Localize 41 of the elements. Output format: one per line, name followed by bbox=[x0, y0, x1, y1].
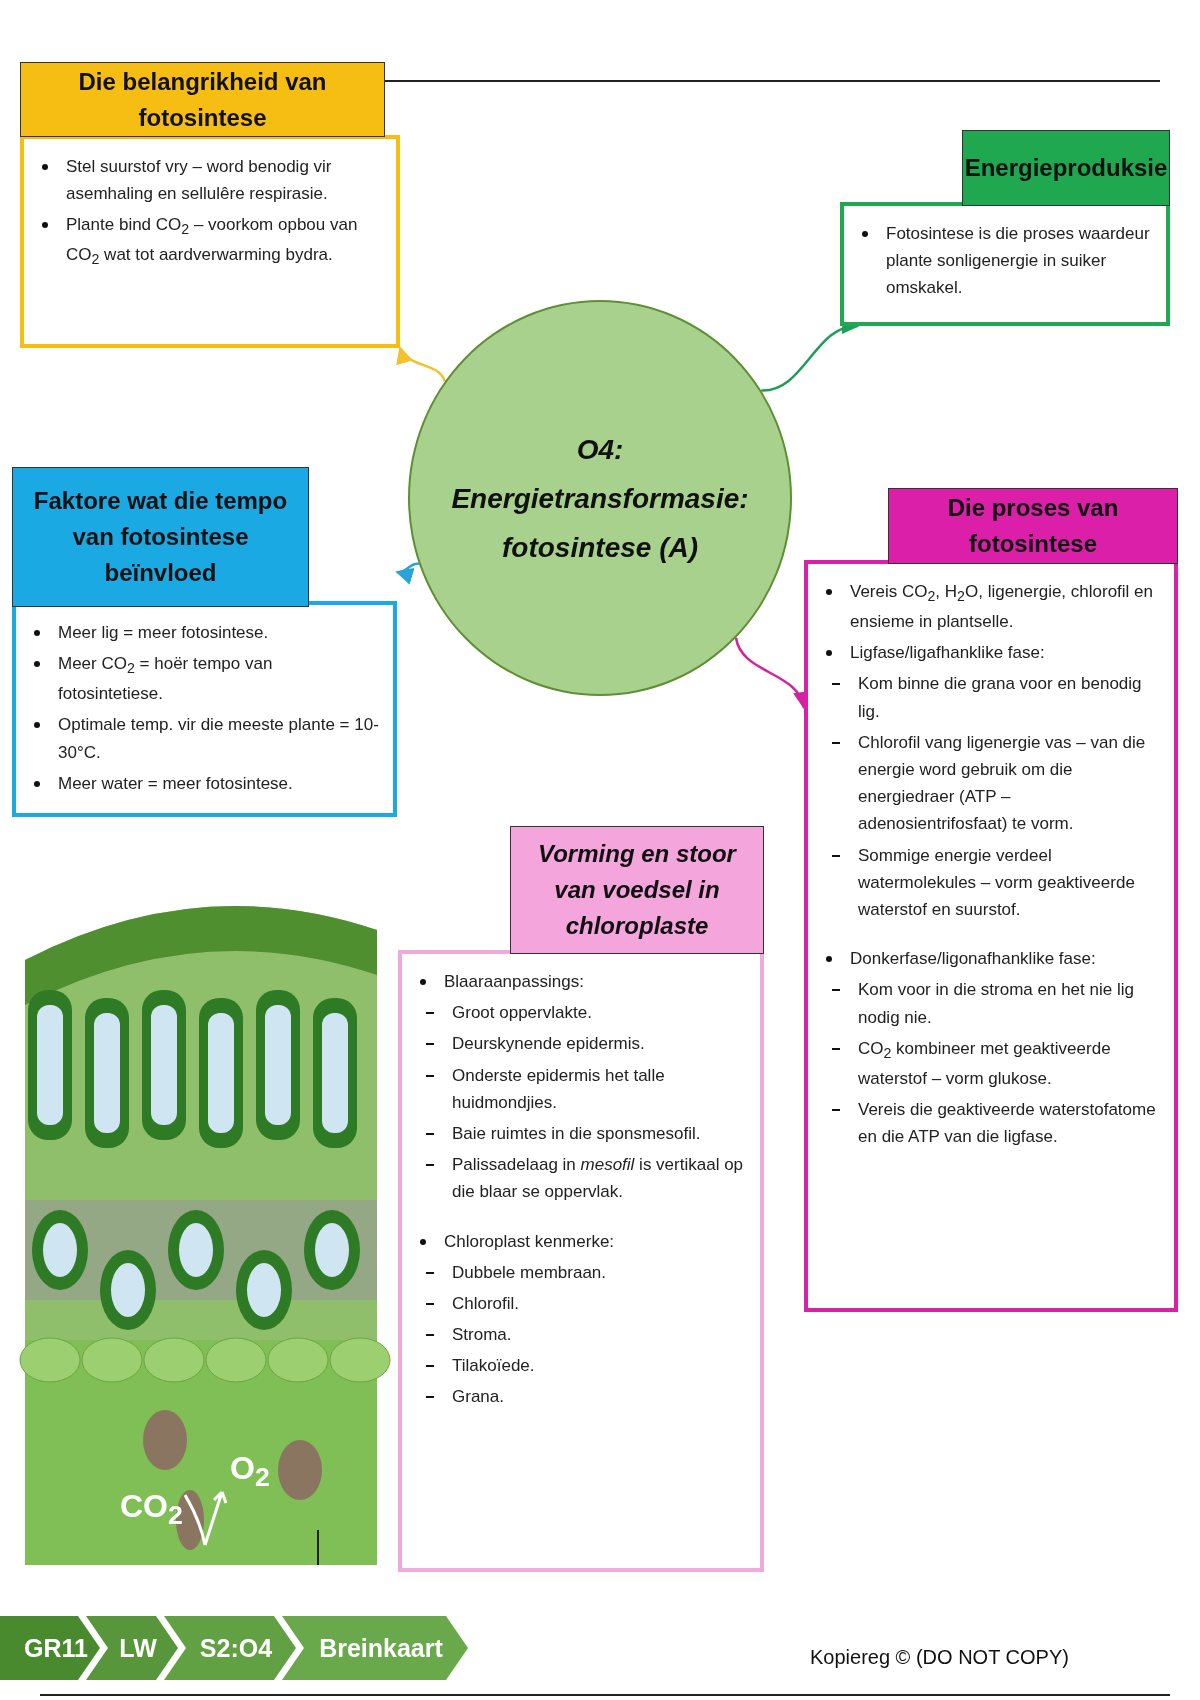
topic-title: O4: Energietransformasie: fotosintese (A) bbox=[450, 432, 750, 565]
bullet-item: Meer CO$_{2}$ = hoër tempo van fotosintetiese. bbox=[28, 650, 379, 708]
dash-item: Dubbele membraan. bbox=[414, 1258, 746, 1286]
dash-item: Stroma. bbox=[414, 1321, 746, 1349]
dash-item: Grana. bbox=[414, 1383, 746, 1411]
breadcrumb-chevron: S2:O4 bbox=[164, 1616, 296, 1680]
bullet-item: Plante bind CO$_{2}$ – voorkom opbou van CO$_{2}$ wat tot aardverwarming bydra. bbox=[36, 211, 382, 272]
heading-tab: Die belangrikheid van fotosintese bbox=[20, 62, 385, 137]
formula-label: CO$_{2}$ bbox=[120, 1488, 183, 1532]
copyright-note: Kopiereg © (DO NOT COPY) bbox=[810, 1646, 1069, 1669]
bullet-item: Optimale temp. vir die meeste plante = 10-30°C. bbox=[28, 711, 379, 766]
bullet-item: Ligfase/ligafhanklike fase: bbox=[820, 639, 1160, 667]
dash-item: Groot oppervlakte. bbox=[414, 999, 746, 1027]
bullet-item: Stel suurstof vry – word benodig vir asemhaling en sellulêre respirasie. bbox=[36, 153, 382, 208]
dash-item: Vereis die geaktiveerde waterstofatome en die ATP van die ligfase. bbox=[820, 1095, 1160, 1151]
dash-item: Kom binne die grana voor en benodig lig. bbox=[820, 670, 1160, 725]
bullet-item: Donkerfase/ligonafhanklike fase: bbox=[820, 945, 1160, 973]
bullet-item: Chloroplast kenmerke: bbox=[414, 1227, 746, 1255]
dash-item: Onderste epidermis het talle huidmondjies. bbox=[414, 1061, 746, 1116]
dash-item: Kom voor in die stroma en het nie lig nodig nie. bbox=[820, 976, 1160, 1031]
dash-item: Baie ruimtes in die sponsmesofil. bbox=[414, 1119, 746, 1148]
bullet-item: Fotosintese is die proses waardeur plante sonligenergie in suiker omskakel. bbox=[856, 220, 1152, 302]
curved-arrow bbox=[395, 562, 420, 583]
heading-tab: Die proses van fotosintese bbox=[888, 488, 1178, 564]
bullet-item: Blaaraanpassings: bbox=[414, 968, 746, 996]
heading-tab: Vorming en stoor van voedsel in chloroplaste bbox=[510, 826, 764, 954]
dash-item: Deurskynende epidermis. bbox=[414, 1030, 746, 1058]
heading-tab: Faktore wat die tempo van fotosintese beïnvloed bbox=[12, 467, 309, 607]
bullet-item: Vereis CO$_{2}$, H$_{2}$O, ligenergie, chlorofil en ensieme in plantselle. bbox=[820, 578, 1160, 636]
dash-item: Chlorofil. bbox=[414, 1289, 746, 1318]
dash-item: Chlorofil vang ligenergie vas – van die energie word gebruik om die energiedraer (ATP – adenosientrifosfaat) te vorm. bbox=[820, 728, 1160, 838]
bullet-item: Meer lig = meer fotosintese. bbox=[28, 619, 379, 647]
bullet-item: Meer water = meer fotosintese. bbox=[28, 769, 379, 797]
dash-item: Palissadelaag in mesofil is vertikaal op die blaar se oppervlak. bbox=[414, 1151, 746, 1206]
dash-item: Sommige energie verdeel watermolekules – vorm geaktiveerde waterstof en suurstof. bbox=[820, 841, 1160, 924]
dash-item: CO$_{2}$ kombineer met geaktiveerde waterstof – vorm glukose. bbox=[820, 1034, 1160, 1092]
heading-tab: Energieproduksie bbox=[962, 130, 1170, 206]
breadcrumb-chevron: Breinkaart bbox=[282, 1616, 468, 1680]
curved-arrow bbox=[398, 346, 446, 382]
formula-label: O$_{2}$ bbox=[230, 1450, 270, 1494]
dash-item: Tilakoïede. bbox=[414, 1352, 746, 1380]
